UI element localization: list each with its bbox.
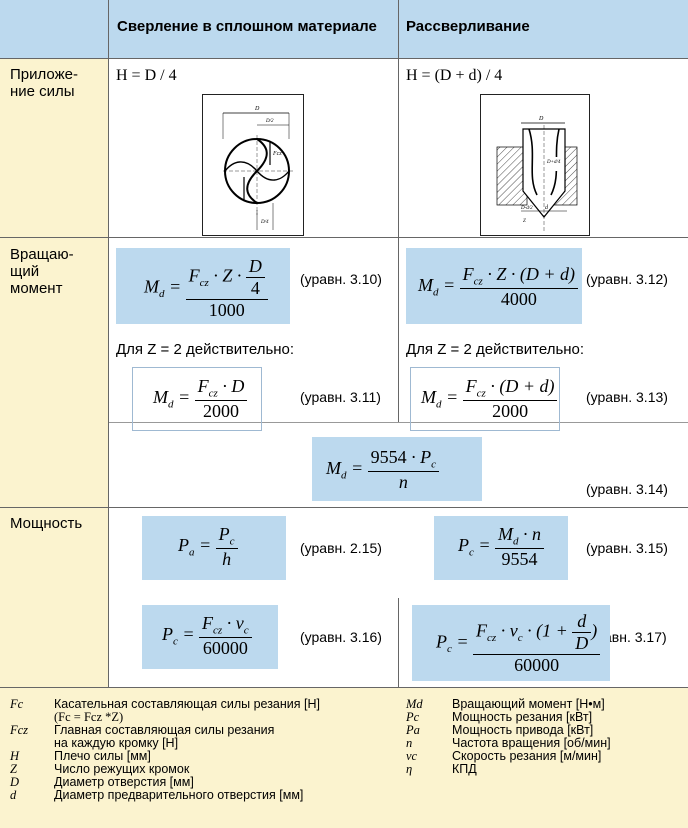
row-label-force: Приложе-ние силы xyxy=(10,66,78,100)
eq-label-3-12: (уравн. 3.12) xyxy=(586,271,668,287)
z2-note-left: Для Z = 2 действительно: xyxy=(116,341,295,358)
fig2-label-dd4: D+d/4 xyxy=(546,160,561,165)
row-label-torque: Вращаю-щий момент xyxy=(10,246,74,297)
fig2-label-d: D xyxy=(538,116,544,122)
fig1-label-d4: D/4 xyxy=(260,220,269,225)
eq-label-3-10: (уравн. 3.10) xyxy=(300,271,382,287)
eq-label-2-15: (уравн. 2.15) xyxy=(300,540,382,556)
drill-diagram-enlarge: D D+d/4 D-d/2 d Z xyxy=(480,94,590,236)
z2-note-right: Для Z = 2 действительно: xyxy=(406,341,585,358)
fig2-label-z: Z xyxy=(523,219,526,224)
formula-3-12: Md = Fcz · Z · (D + d)4000 xyxy=(406,248,582,324)
eq-label-3-15: (уравн. 3.15) xyxy=(586,540,668,556)
fig2-label-dd2: D-d/2 xyxy=(520,206,533,211)
drill-diagram-solid: D D/2 Fcz D/4 xyxy=(202,94,304,236)
h-formula-enlarge: H = (D + d) / 4 xyxy=(406,67,503,84)
header-col2: Рассверливание xyxy=(406,18,530,35)
fig2-label-smalld: d xyxy=(545,205,549,211)
eq-label-3-13: (уравн. 3.13) xyxy=(586,389,668,405)
eq-label-3-14: (уравн. 3.14) xyxy=(586,481,668,497)
row-label-power: Мощность xyxy=(10,515,83,532)
h-formula-solid: H = D / 4 xyxy=(116,67,177,84)
formula-3-13: Md = Fcz · (D + d)2000 xyxy=(410,367,560,431)
eq-label-3-11: (уравн. 3.11) xyxy=(300,389,381,405)
fig1-label-d2: D/2 xyxy=(265,119,274,124)
fig1-label-d: D xyxy=(254,106,260,112)
eq-label-3-16: (уравн. 3.16) xyxy=(300,629,382,645)
fig1-label-fcz: Fcz xyxy=(272,151,282,157)
legend-item: (Fc = Fcz *Z) xyxy=(54,710,124,724)
header-col1: Сверление в сплошном материале xyxy=(117,18,377,35)
eq-label-3-17: авн. 3.17) xyxy=(604,629,667,645)
legend-item: на каждую кромку [Н] xyxy=(54,736,179,750)
